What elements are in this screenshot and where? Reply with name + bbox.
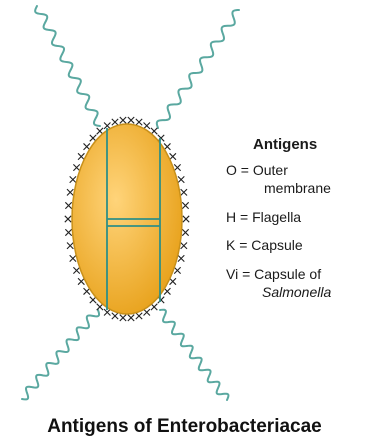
capsule-x-mark xyxy=(67,189,73,195)
capsule-x-mark xyxy=(182,202,188,208)
legend-item-h: H = Flagella xyxy=(226,209,301,225)
capsule-x-mark xyxy=(104,123,110,129)
legend-item-o-cont: membrane xyxy=(264,180,331,196)
capsule-x-mark xyxy=(170,278,176,284)
capsule-x-mark xyxy=(84,288,90,294)
capsule-x-mark xyxy=(73,164,79,170)
capsule-x-mark xyxy=(136,119,142,125)
capsule-x-mark xyxy=(181,189,187,195)
flagellum-bottom-right xyxy=(160,310,228,400)
capsule-x-mark xyxy=(144,123,150,129)
capsule-x-mark xyxy=(144,309,150,315)
capsule-x-mark xyxy=(84,143,90,149)
capsule-x-mark xyxy=(120,117,126,123)
capsule-x-mark xyxy=(65,229,71,235)
capsule-x-mark xyxy=(174,164,180,170)
capsule-x-mark xyxy=(181,243,187,249)
capsule-x-mark xyxy=(120,315,126,321)
capsule-x-mark xyxy=(136,313,142,319)
capsule-x-mark xyxy=(174,267,180,273)
capsule-x-mark xyxy=(70,176,76,182)
capsule-x-mark xyxy=(78,153,84,159)
capsule-x-mark xyxy=(128,117,134,123)
capsule-x-mark xyxy=(164,143,170,149)
legend-title: Antigens xyxy=(253,136,317,153)
capsule-x-mark xyxy=(183,216,189,222)
capsule-x-mark xyxy=(65,216,71,222)
capsule-x-mark xyxy=(70,255,76,261)
capsule-x-mark xyxy=(164,288,170,294)
flagellum-bottom-left xyxy=(22,310,99,399)
capsule-x-mark xyxy=(128,315,134,321)
capsule-x-mark xyxy=(178,176,184,182)
legend-item-o: O = Outer xyxy=(226,162,288,178)
capsule-x-mark xyxy=(112,313,118,319)
capsule-x-mark xyxy=(65,202,71,208)
legend-item-k: K = Capsule xyxy=(226,237,303,253)
capsule-x-mark xyxy=(170,153,176,159)
capsule-x-mark xyxy=(112,119,118,125)
flagellum-top-right xyxy=(157,10,239,128)
capsule-x-mark xyxy=(178,255,184,261)
legend-item-vi: Vi = Capsule of xyxy=(226,266,321,282)
figure-caption: Antigens of Enterobacteriacae xyxy=(0,416,369,438)
flagellum-top-left xyxy=(35,6,100,126)
capsule-x-mark xyxy=(104,309,110,315)
capsule-x-mark xyxy=(182,229,188,235)
legend-item-vi-cont: Salmonella xyxy=(262,284,331,300)
capsule-x-mark xyxy=(67,243,73,249)
capsule-x-mark xyxy=(73,267,79,273)
capsule-x-mark xyxy=(78,278,84,284)
